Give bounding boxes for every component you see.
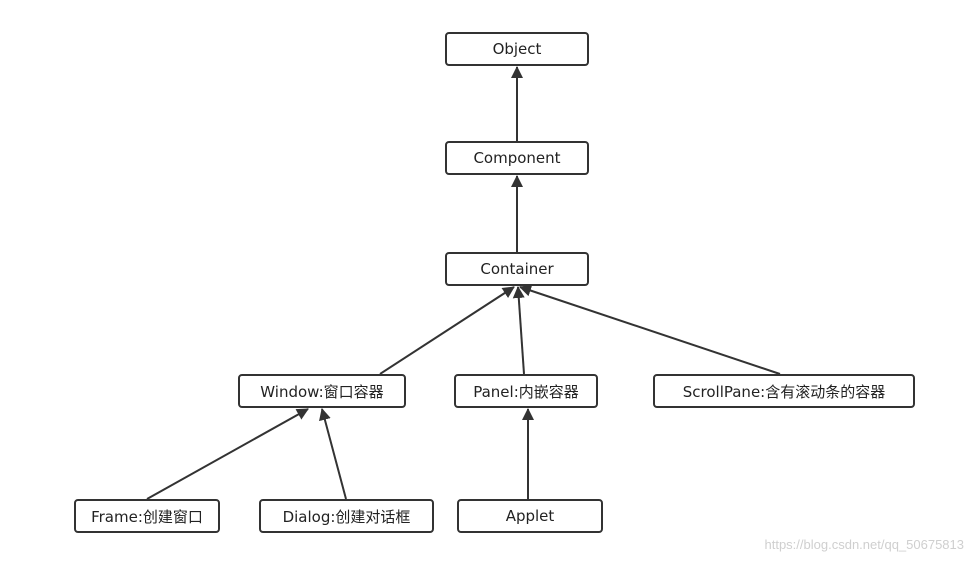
node-scrollpane: ScrollPane:含有滚动条的容器 xyxy=(653,374,915,408)
node-frame: Frame:创建窗口 xyxy=(74,499,220,533)
node-component-label: Component xyxy=(473,149,561,167)
edge-dialog-to-window xyxy=(319,408,347,500)
node-window-label: Window:窗口容器 xyxy=(260,382,384,401)
edge-panel-to-container xyxy=(512,286,525,375)
node-scrollpane-label: ScrollPane:含有滚动条的容器 xyxy=(682,382,886,401)
node-object: Object xyxy=(445,32,589,66)
node-panel-label: Panel:内嵌容器 xyxy=(473,382,579,401)
edge-window-to-container xyxy=(379,286,515,375)
watermark-text: https://blog.csdn.net/qq_50675813 xyxy=(764,537,965,552)
node-dialog-label: Dialog:创建对话框 xyxy=(282,507,411,526)
edge-frame-to-window xyxy=(146,408,309,500)
node-container-label: Container xyxy=(480,260,554,278)
node-panel: Panel:内嵌容器 xyxy=(454,374,598,408)
node-applet-label: Applet xyxy=(505,507,555,525)
node-window: Window:窗口容器 xyxy=(238,374,406,408)
node-object-label: Object xyxy=(492,40,542,58)
edge-scrollpane-to-container xyxy=(519,284,781,375)
node-dialog: Dialog:创建对话框 xyxy=(259,499,434,533)
node-component: Component xyxy=(445,141,589,175)
node-frame-label: Frame:创建窗口 xyxy=(91,507,203,526)
node-container: Container xyxy=(445,252,589,286)
node-applet: Applet xyxy=(457,499,603,533)
